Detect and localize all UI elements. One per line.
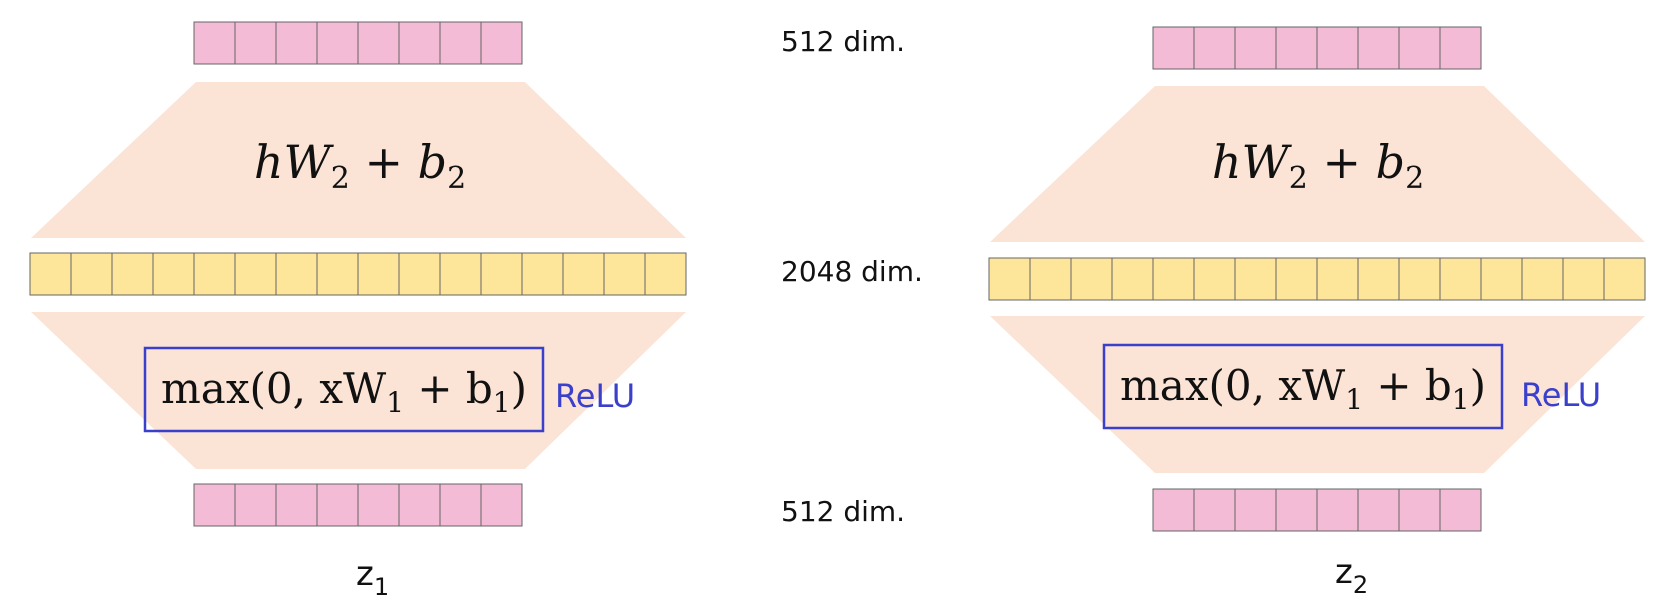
input-label: z2	[1335, 552, 1368, 599]
vector-cell	[111, 252, 154, 296]
vector-cell	[1357, 26, 1400, 70]
vector-cell	[357, 483, 400, 527]
vector-cell	[316, 252, 359, 296]
output-vector	[1152, 26, 1482, 70]
vector-cell	[234, 21, 277, 65]
vector-cell	[1070, 257, 1113, 301]
vector-cell	[1357, 257, 1400, 301]
vector-cell	[1316, 257, 1359, 301]
vector-cell	[480, 483, 523, 527]
vector-cell	[1111, 257, 1154, 301]
hidden-vector	[988, 257, 1646, 301]
vector-cell	[1398, 488, 1441, 532]
vector-cell	[644, 252, 687, 296]
vector-cell	[1275, 488, 1318, 532]
vector-cell	[1521, 257, 1564, 301]
vector-cell	[1357, 488, 1400, 532]
hidden-projection-block	[990, 316, 1645, 473]
network-right: hW2 + b2 max(0, xW1 + b1) ReLU z2	[988, 26, 1646, 599]
vector-cell	[193, 21, 236, 65]
vector-cell	[1480, 257, 1523, 301]
vector-cell	[1193, 26, 1236, 70]
relu-box	[1102, 343, 1504, 430]
vector-cell	[1234, 257, 1277, 301]
vector-cell	[1603, 257, 1646, 301]
vector-cell	[234, 483, 277, 527]
vector-cell	[398, 252, 441, 296]
vector-cell	[1029, 257, 1072, 301]
output-projection-block	[31, 82, 686, 238]
hidden-formula: max(0, xW1 + b1)	[1120, 361, 1486, 416]
vector-cell	[439, 252, 482, 296]
vector-cell	[275, 21, 318, 65]
vector-cell	[357, 21, 400, 65]
relu-box	[143, 346, 545, 433]
vector-cell	[1234, 488, 1277, 532]
vector-cell	[193, 252, 236, 296]
vector-cell	[152, 252, 195, 296]
vector-cell	[1439, 257, 1482, 301]
vector-cell	[275, 252, 318, 296]
relu-label: ReLU	[555, 377, 635, 415]
hidden-formula: max(0, xW1 + b1)	[161, 364, 527, 419]
input-vector	[1152, 488, 1482, 532]
vector-cell	[480, 252, 523, 296]
output-formula: hW2 + b2	[1212, 135, 1424, 196]
vector-cell	[275, 483, 318, 527]
vector-cell	[1562, 257, 1605, 301]
vector-cell	[1193, 488, 1236, 532]
vector-cell	[562, 252, 605, 296]
vector-cell	[316, 21, 359, 65]
hidden-vector	[29, 252, 687, 296]
dimension-labels: 512 dim. 2048 dim. 512 dim.	[781, 25, 923, 528]
vector-cell	[603, 252, 646, 296]
input-vector	[193, 483, 523, 527]
vector-cell	[480, 21, 523, 65]
vector-cell	[398, 483, 441, 527]
dim-label-bottom: 512 dim.	[781, 495, 905, 528]
dim-label-top: 512 dim.	[781, 25, 905, 58]
vector-cell	[988, 257, 1031, 301]
vector-cell	[1152, 488, 1195, 532]
vector-cell	[70, 252, 113, 296]
vector-cell	[234, 252, 277, 296]
vector-cell	[1316, 488, 1359, 532]
output-projection-block	[990, 86, 1645, 242]
vector-cell	[1275, 257, 1318, 301]
vector-cell	[398, 21, 441, 65]
vector-cell	[439, 21, 482, 65]
relu-label: ReLU	[1521, 376, 1601, 414]
vector-cell	[193, 483, 236, 527]
vector-cell	[1439, 26, 1482, 70]
vector-cell	[1398, 257, 1441, 301]
output-vector	[193, 21, 523, 65]
vector-cell	[316, 483, 359, 527]
vector-cell	[1234, 26, 1277, 70]
vector-cell	[521, 252, 564, 296]
input-label: z1	[356, 554, 389, 601]
vector-cell	[439, 483, 482, 527]
vector-cell	[1193, 257, 1236, 301]
vector-cell	[1275, 26, 1318, 70]
output-formula: hW2 + b2	[254, 135, 466, 196]
vector-cell	[1152, 26, 1195, 70]
vector-cell	[1398, 26, 1441, 70]
vector-cell	[1316, 26, 1359, 70]
dim-label-middle: 2048 dim.	[781, 255, 923, 288]
vector-cell	[357, 252, 400, 296]
network-left: hW2 + b2 max(0, xW1 + b1) ReLU z1	[29, 21, 687, 601]
vector-cell	[29, 252, 72, 296]
vector-cell	[1152, 257, 1195, 301]
vector-cell	[1439, 488, 1482, 532]
